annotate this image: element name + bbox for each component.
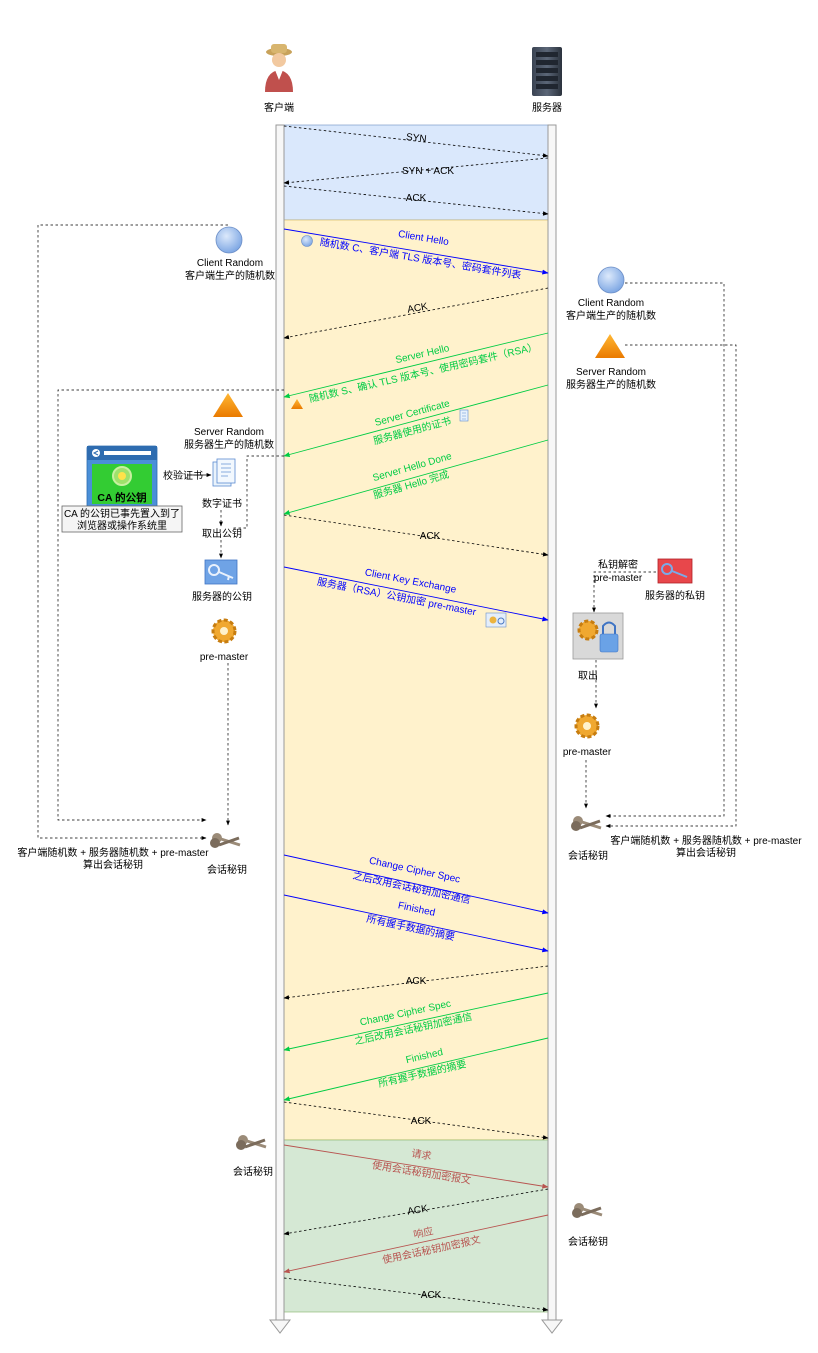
- session-key-icon: [210, 833, 241, 848]
- client-key-arrow: [283, 566, 549, 622]
- left-client-random-flow: [37, 224, 228, 840]
- right-client-random-ball-icon: [597, 266, 625, 294]
- right-server-random-desc: 服务器生产的随机数: [566, 378, 656, 391]
- verify-cert-label: 校验证书: [163, 469, 203, 482]
- decrypt-label-2: pre-master: [594, 573, 643, 584]
- server-random-small-icon: [291, 399, 303, 409]
- left-server-random-label: Server Random: [194, 427, 264, 438]
- server-cert-arrow: [283, 384, 549, 457]
- client-random-ball-icon: [215, 226, 243, 254]
- server-hello-arrow: [283, 332, 549, 399]
- right-premaster-label: pre-master: [563, 747, 612, 758]
- decrypt-label-1: 私钥解密: [598, 558, 638, 571]
- session-key-icon-2: [236, 1135, 267, 1150]
- ca-public-key-icon: [86, 445, 158, 509]
- server-pubkey-label: 服务器的公钥: [192, 590, 252, 603]
- syn-arrow: [283, 125, 549, 158]
- ack-6-label: ACK: [421, 1290, 442, 1301]
- client-random-small-icon: [301, 235, 313, 247]
- ack-5-label: ACK: [407, 1203, 429, 1217]
- premaster-gear-icon: [211, 618, 237, 644]
- server-actor-label: 服务器: [532, 101, 562, 114]
- digital-certificate-icon: [212, 458, 236, 487]
- ca-key-label: CA 的公钥: [97, 491, 146, 504]
- synack-label: SYN + ACK: [402, 166, 454, 177]
- ack-3-label: ACK: [406, 976, 427, 987]
- ack-tcp-label: ACK: [406, 193, 427, 204]
- right-session-key-icon-2: [572, 1203, 603, 1218]
- tls-phase-region: [282, 219, 549, 1141]
- left-server-random-flow: [57, 389, 284, 822]
- ack-2-label: ACK: [420, 531, 441, 542]
- client-lifeline: [268, 124, 292, 1334]
- left-session-key-label-2: 会话秘钥: [233, 1165, 273, 1178]
- encrypted-key-small-icon: [485, 612, 507, 628]
- right-session-key-label: 会话秘钥: [568, 849, 608, 862]
- right-server-random-flow: [605, 344, 737, 828]
- right-calc-line-2: 算出会话秘钥: [676, 846, 736, 859]
- syn-label: SYN: [405, 132, 427, 145]
- data-phase-region: [282, 1139, 549, 1313]
- left-server-random-desc: 服务器生产的随机数: [184, 438, 274, 451]
- ack-tcp-arrow: [283, 185, 549, 216]
- request-title: 请求: [411, 1147, 433, 1163]
- ca-note-box: [61, 505, 183, 533]
- ack-3-arrow: [283, 965, 549, 1000]
- ack-1-label: ACK: [406, 301, 428, 315]
- ca-note-line-2: 浏览器或操作系统里: [77, 519, 167, 532]
- right-client-random-flow: [605, 282, 725, 818]
- left-calc-line-2: 算出会话秘钥: [83, 858, 143, 871]
- left-cert-flow: [233, 455, 284, 529]
- certificate-small-icon: [459, 409, 469, 422]
- ccs-server-arrow: [283, 992, 549, 1052]
- digital-cert-label: 数字证书: [202, 497, 242, 510]
- right-session-key-label-2: 会话秘钥: [568, 1235, 608, 1248]
- response-title: 响应: [412, 1224, 434, 1241]
- ack-6-arrow: [283, 1277, 549, 1312]
- right-session-key-icon: [571, 816, 602, 831]
- server-public-key-icon: [204, 559, 238, 585]
- client-avatar-icon: [265, 44, 293, 92]
- extract-key-label: 取出公钥: [202, 527, 242, 540]
- ack-4-arrow: [283, 1101, 549, 1140]
- left-premaster-label: pre-master: [200, 652, 249, 663]
- client-actor-label: 客户端: [264, 101, 294, 114]
- right-extract-label: 取出: [578, 669, 598, 682]
- ca-note-line-1: CA 的公钥已事先置入到了: [64, 507, 180, 520]
- left-session-key-label: 会话秘钥: [207, 863, 247, 876]
- right-server-random-label: Server Random: [576, 367, 646, 378]
- ccs-client-arrow: [283, 854, 549, 915]
- right-premaster-gear-icon: [574, 713, 600, 739]
- right-server-random-triangle-icon: [595, 334, 625, 358]
- right-privkey-flow: [592, 571, 656, 613]
- request-arrow: [283, 1144, 549, 1189]
- right-calc-line-1: 客户端随机数 + 服务器随机数 + pre-master: [610, 834, 802, 847]
- left-calc-line-1: 客户端随机数 + 服务器随机数 + pre-master: [17, 846, 209, 859]
- fin-client-arrow: [283, 894, 549, 953]
- server-random-triangle-icon: [213, 393, 243, 417]
- server-lifeline: [540, 124, 564, 1334]
- ack-4-label: ACK: [411, 1116, 432, 1127]
- server-privkey-label: 服务器的私钥: [645, 589, 705, 602]
- left-client-random-label: Client Random: [197, 258, 263, 269]
- server-private-key-icon: [657, 558, 693, 584]
- server-rack-icon: [532, 47, 562, 96]
- fin-server-arrow: [283, 1037, 549, 1102]
- client-hello-arrow: [283, 228, 549, 275]
- server-done-arrow: [283, 439, 549, 515]
- synack-arrow: [283, 157, 549, 185]
- right-client-random-desc: 客户端生产的随机数: [566, 309, 656, 322]
- right-client-random-label: Client Random: [578, 298, 644, 309]
- decrypt-lock-icon: [572, 612, 624, 660]
- left-client-random-desc: 客户端生产的随机数: [185, 269, 275, 282]
- response-arrow: [283, 1214, 549, 1274]
